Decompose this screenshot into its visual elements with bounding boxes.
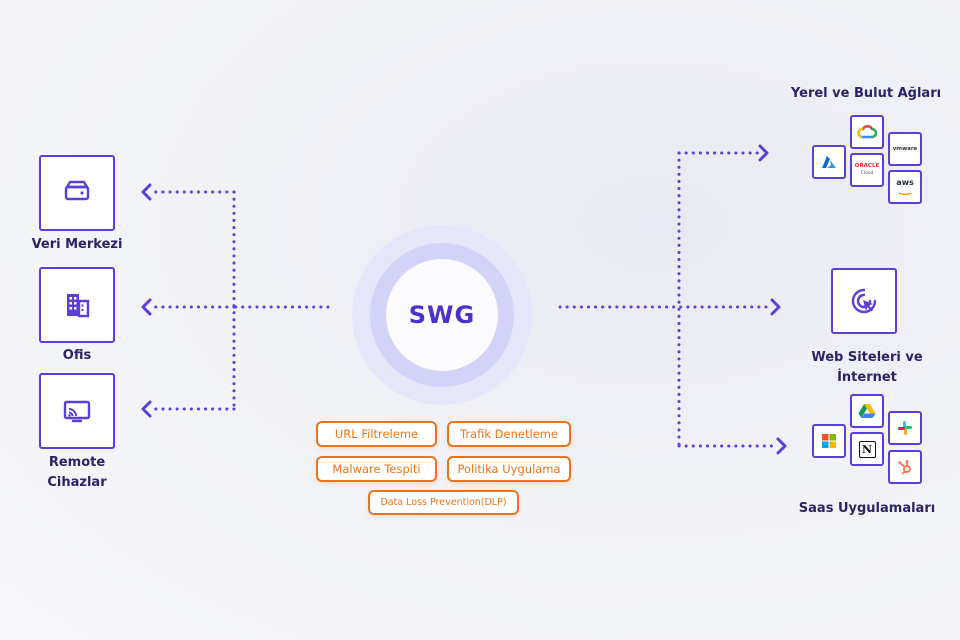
remote-devices-node — [39, 373, 115, 449]
oracle-cloud-word: Cloud — [860, 171, 874, 176]
google-cloud-icon — [857, 125, 877, 139]
office-label: Ofis — [62, 348, 92, 363]
hubspot-icon — [898, 460, 911, 475]
google-cloud-logo-tile — [850, 115, 884, 149]
slack-icon — [898, 421, 912, 435]
office-building-icon — [67, 294, 90, 318]
cast-screen-icon — [63, 400, 91, 423]
oracle-cloud-logo: ORACLE Cloud — [855, 163, 879, 177]
vmware-logo: vmware — [892, 146, 918, 152]
web-internet-node — [831, 268, 897, 334]
saas-label: Saas Uygulamaları — [798, 501, 936, 516]
server-icon — [64, 180, 90, 201]
arrow-head-office — [141, 298, 152, 316]
swg-label: SWG — [408, 301, 476, 329]
networks-label: Yerel ve Bulut Ağları — [790, 86, 942, 101]
office-node — [39, 267, 115, 343]
feature-url-filtering: URL Filtreleme — [316, 421, 437, 447]
oracle-cloud-logo-tile: ORACLE Cloud — [850, 153, 884, 187]
feature-traffic-inspection: Trafik Denetleme — [447, 421, 571, 447]
feature-policy-enforcement: Politika Uygulama — [447, 456, 571, 482]
arrow-head-remote — [141, 400, 152, 418]
feature-malware-detection: Malware Tespiti — [316, 456, 437, 482]
google-drive-icon — [858, 404, 876, 418]
oracle-wordmark: ORACLE — [854, 163, 880, 169]
slack-logo-tile — [888, 411, 922, 445]
google-drive-logo-tile — [850, 394, 884, 428]
notion-icon: N — [858, 440, 876, 458]
feature-dlp: Data Loss Prevention(DLP) — [368, 490, 519, 515]
microsoft-logo-tile — [812, 424, 846, 458]
data-center-node — [39, 155, 115, 231]
arrow-head-web — [770, 298, 781, 316]
vmware-logo-tile: vmware — [888, 132, 922, 166]
remote-label-line1: Remote — [48, 455, 106, 470]
swg-hub: SWG — [386, 259, 498, 371]
arrow-head-networks — [758, 144, 769, 162]
azure-icon — [822, 156, 836, 168]
remote-label-line2: Cihazlar — [47, 475, 107, 490]
aws-logo: aws — [896, 177, 914, 196]
microsoft-icon — [822, 434, 836, 448]
remote-devices-label: Remote Cihazlar — [20, 453, 134, 493]
notion-logo-tile: N — [850, 432, 884, 466]
aws-logo-tile: aws — [888, 170, 922, 204]
hubspot-logo-tile — [888, 450, 922, 484]
aws-smile-icon — [898, 191, 912, 195]
cursor-target-icon — [851, 288, 877, 314]
arrow-head-saas — [776, 437, 787, 455]
arrow-head-data-center — [141, 183, 152, 201]
aws-wordmark: aws — [896, 177, 914, 187]
data-center-label: Veri Merkezi — [31, 237, 123, 252]
web-internet-label: Web Siteleri ve İnternet — [811, 350, 923, 385]
azure-logo-tile — [812, 145, 846, 179]
